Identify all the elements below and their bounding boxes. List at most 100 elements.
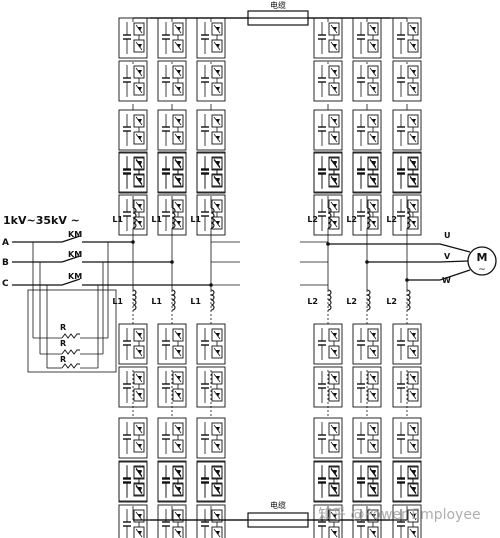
igbt-diode [216, 531, 220, 535]
igbt-diode [412, 119, 416, 123]
igbt-diode [333, 70, 337, 74]
motor-label: M [477, 251, 488, 264]
submodule-frame [196, 504, 226, 538]
igbt-diode [177, 70, 181, 74]
igbt-diode [177, 471, 181, 475]
igbt-diode [216, 471, 220, 475]
igbt-diode [138, 471, 142, 475]
inductor-coil [327, 289, 332, 311]
igbt-diode [138, 136, 142, 140]
inductor-coil [171, 207, 176, 229]
igbt-diode [372, 44, 376, 48]
submodule [157, 504, 187, 538]
submodule [392, 417, 422, 459]
igbt-diode [333, 471, 337, 475]
igbt-diode [177, 350, 181, 354]
igbt-diode [412, 221, 416, 225]
submodule-frame [157, 417, 187, 459]
resistor-zigzag [61, 363, 80, 369]
submodule-frame [157, 504, 187, 538]
submodule [392, 109, 422, 151]
inductor-label: L1 [112, 297, 123, 306]
submodule [392, 151, 422, 193]
igbt-diode [372, 87, 376, 91]
submodule [196, 60, 226, 102]
igbt-diode [216, 178, 220, 182]
inductor-coil [210, 289, 215, 311]
igbt-diode [138, 87, 142, 91]
submodule-frame [313, 417, 343, 459]
submodule [118, 323, 148, 365]
igbt-diode [372, 27, 376, 31]
igbt-diode [333, 27, 337, 31]
submodule [352, 109, 382, 151]
inductor-coil [171, 289, 176, 311]
motor-symbol [467, 246, 497, 276]
igbt-diode [412, 27, 416, 31]
igbt-diode [216, 514, 220, 518]
igbt-diode [333, 350, 337, 354]
igbt-diode [372, 70, 376, 74]
igbt-diode [372, 161, 376, 165]
igbt-diode [138, 444, 142, 448]
submodule [118, 504, 148, 538]
submodule [313, 461, 343, 503]
igbt-diode [216, 488, 220, 492]
igbt-diode [177, 44, 181, 48]
igbt-diode [216, 444, 220, 448]
igbt-diode [333, 178, 337, 182]
igbt-diode [138, 393, 142, 397]
igbt-diode [216, 350, 220, 354]
submodule [196, 151, 226, 193]
submodule [313, 60, 343, 102]
submodule [392, 17, 422, 59]
submodule-frame [196, 461, 226, 503]
igbt-diode [333, 204, 337, 208]
igbt-diode [216, 204, 220, 208]
inductor-coil [132, 207, 137, 229]
submodule [352, 17, 382, 59]
submodule-frame [196, 60, 226, 102]
igbt-diode [412, 531, 416, 535]
igbt-diode [177, 161, 181, 165]
igbt-diode [333, 376, 337, 380]
igbt-diode [216, 44, 220, 48]
resistor-zigzag [61, 333, 80, 339]
phase-a-label: A [2, 238, 9, 248]
igbt-diode [333, 333, 337, 337]
igbt-diode [177, 221, 181, 225]
submodule-frame [392, 417, 422, 459]
inductor-label: L2 [346, 215, 357, 224]
contactor-switch [61, 255, 81, 263]
igbt-diode [372, 119, 376, 123]
igbt-diode [138, 333, 142, 337]
inductor-coil [132, 289, 137, 311]
igbt-diode [412, 444, 416, 448]
igbt-diode [216, 221, 220, 225]
submodule [352, 417, 382, 459]
igbt-diode [138, 376, 142, 380]
igbt-diode [138, 119, 142, 123]
submodule [313, 109, 343, 151]
igbt-diode [177, 87, 181, 91]
igbt-diode [177, 178, 181, 182]
watermark: 知乎 @Power Employee [318, 507, 481, 523]
igbt-diode [412, 178, 416, 182]
igbt-diode [216, 376, 220, 380]
igbt-diode [216, 136, 220, 140]
submodule-frame [352, 151, 382, 193]
phase-c-label: C [2, 279, 9, 289]
submodule-frame [392, 60, 422, 102]
submodule-frame [352, 417, 382, 459]
submodule [392, 323, 422, 365]
submodule [157, 461, 187, 503]
submodule-frame [196, 417, 226, 459]
inductor-label: L2 [386, 215, 397, 224]
igbt-diode [177, 514, 181, 518]
inductor-label: L1 [190, 297, 201, 306]
phase-b-label: B [2, 258, 9, 268]
igbt-diode [372, 221, 376, 225]
submodule-frame [196, 151, 226, 193]
submodule [157, 109, 187, 151]
